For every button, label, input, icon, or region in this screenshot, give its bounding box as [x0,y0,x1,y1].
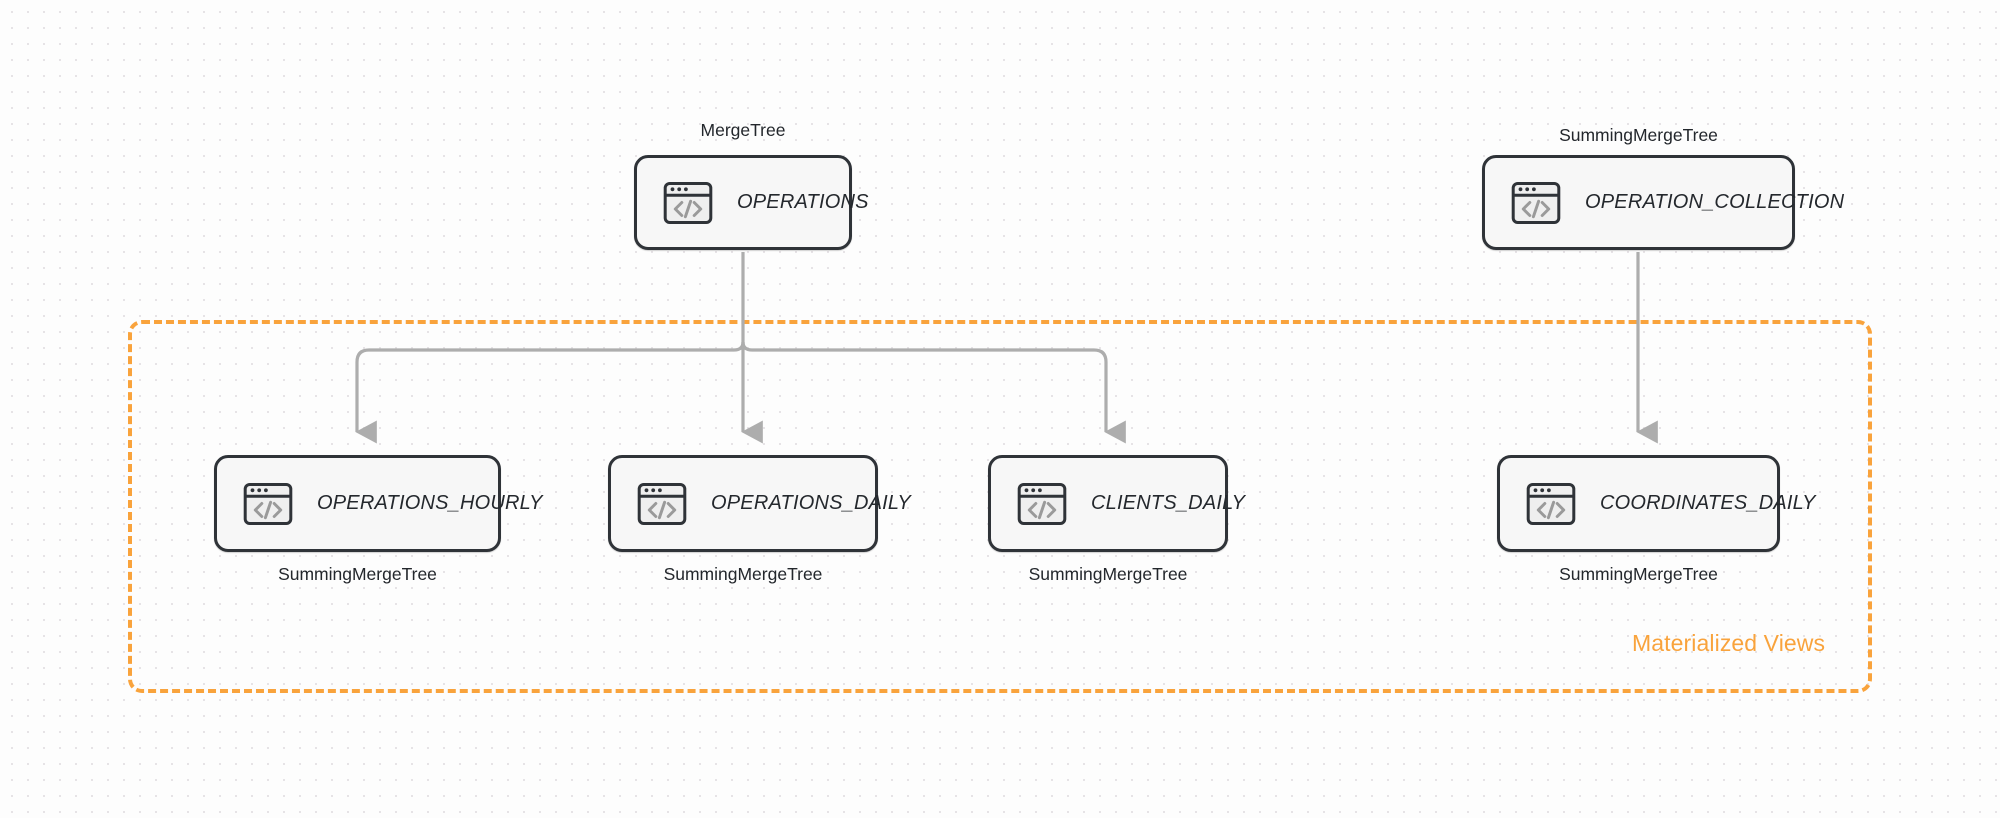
table-node-operations[interactable]: OPERATIONS [634,155,868,250]
table-node-label: OPERATION_COLLECTION [1585,191,1845,213]
engine-caption-operation-collection: SummingMergeTree [1559,125,1718,145]
table-node-operations-daily[interactable]: OPERATIONS_DAILY [608,455,911,552]
table-node-label: OPERATIONS_DAILY [711,492,911,514]
table-node-operation-collection[interactable]: OPERATION_COLLECTION [1482,155,1844,250]
table-node-coordinates-daily[interactable]: COORDINATES_DAILY [1497,455,1815,552]
engine-caption-coordinates-daily: SummingMergeTree [1559,564,1718,584]
table-node-clients-daily[interactable]: CLIENTS_DAILY [988,455,1245,552]
table-node-label: COORDINATES_DAILY [1600,492,1816,514]
materialized-views-group-label: Materialized Views [1632,630,1826,656]
materialized-views-group [128,320,1872,693]
code-window-icon [663,181,713,224]
code-window-icon [1511,181,1561,224]
engine-caption-operations: MergeTree [700,120,786,140]
code-window-icon [243,482,293,525]
engine-caption-clients-daily: SummingMergeTree [1028,564,1188,584]
table-node-label: CLIENTS_DAILY [1091,492,1246,514]
code-window-icon [1017,482,1067,525]
table-node-label: OPERATIONS_HOURLY [317,492,543,514]
engine-caption-operations-daily: SummingMergeTree [663,564,823,584]
engine-caption-operations-hourly: SummingMergeTree [278,564,437,584]
code-window-icon [637,482,687,525]
table-node-label: OPERATIONS [737,191,869,213]
code-window-icon [1526,482,1576,525]
table-node-operations-hourly[interactable]: OPERATIONS_HOURLY [214,455,542,552]
